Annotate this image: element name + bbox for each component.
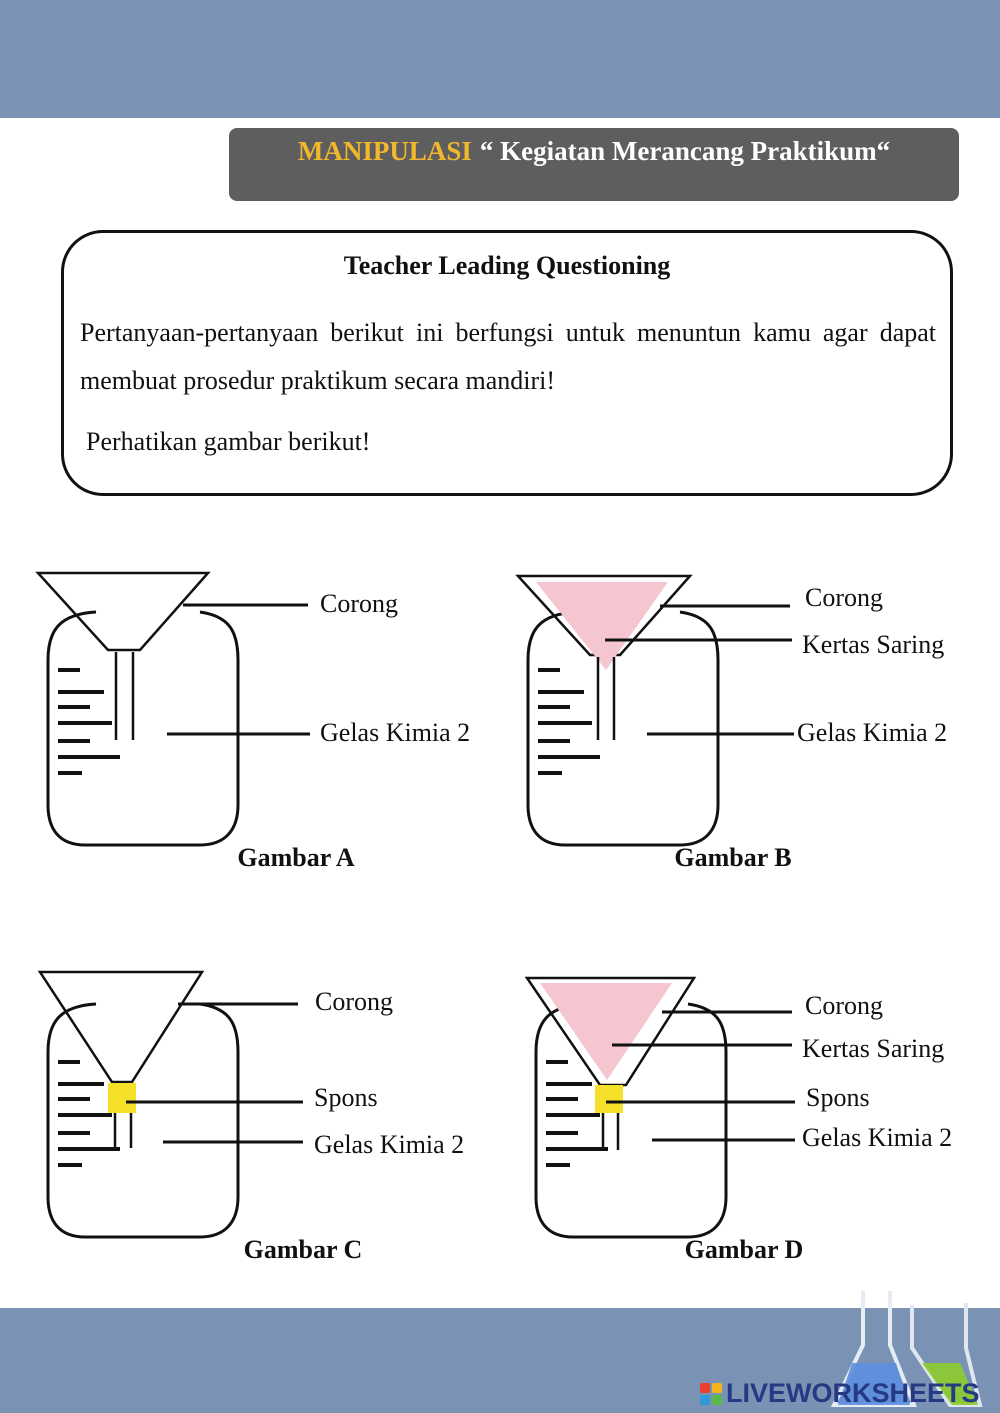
title-text: “ Kegiatan Merancang Praktikum“ bbox=[479, 136, 891, 166]
figure-d: Corong Kertas Saring Spons Gelas Kimia 2… bbox=[524, 976, 952, 1264]
funnel-icon bbox=[35, 571, 211, 652]
figure-b: Corong Kertas Saring Gelas Kimia 2 Gamba… bbox=[515, 574, 947, 872]
teacher-questioning-box: Teacher Leading Questioning Pertanyaan-p… bbox=[61, 230, 953, 496]
watermark: LIVEWORKSHEETS bbox=[700, 1378, 980, 1409]
label-gelas-kimia: Gelas Kimia 2 bbox=[802, 1123, 952, 1152]
funnel-icon bbox=[37, 970, 205, 1084]
flask-decoration-icon bbox=[830, 1291, 983, 1407]
label-spons: Spons bbox=[314, 1083, 378, 1112]
title-accent: MANIPULASI bbox=[297, 136, 472, 166]
sponge-icon bbox=[595, 1085, 623, 1113]
sponge-icon bbox=[108, 1083, 136, 1113]
label-kertas-saring: Kertas Saring bbox=[802, 630, 944, 659]
caption-a: Gambar A bbox=[237, 843, 354, 872]
box-instruction: Perhatikan gambar berikut! bbox=[86, 427, 371, 456]
label-corong: Corong bbox=[805, 991, 883, 1020]
caption-c: Gambar C bbox=[244, 1235, 363, 1264]
label-kertas-saring: Kertas Saring bbox=[802, 1034, 944, 1063]
caption-d: Gambar D bbox=[685, 1235, 804, 1264]
label-corong: Corong bbox=[320, 589, 398, 618]
liveworksheets-logo-icon bbox=[700, 1382, 722, 1405]
label-gelas-kimia: Gelas Kimia 2 bbox=[314, 1130, 464, 1159]
label-corong: Corong bbox=[315, 987, 393, 1016]
watermark-text: LIVEWORKSHEETS bbox=[726, 1378, 980, 1408]
apparatus-diagrams: Corong Gelas Kimia 2 Gambar A Corong Ker… bbox=[35, 571, 952, 1264]
caption-b: Gambar B bbox=[674, 843, 791, 872]
section-title: MANIPULASI “ Kegiatan Merancang Praktiku… bbox=[229, 128, 959, 201]
bottom-band bbox=[0, 1308, 1000, 1413]
label-spons: Spons bbox=[806, 1083, 870, 1112]
label-gelas-kimia: Gelas Kimia 2 bbox=[320, 718, 470, 747]
filter-paper-icon bbox=[536, 582, 668, 670]
figure-c: Corong Spons Gelas Kimia 2 Gambar C bbox=[37, 970, 464, 1264]
funnel-icon bbox=[524, 976, 697, 1087]
box-heading: Teacher Leading Questioning bbox=[343, 251, 671, 280]
figure-a: Corong Gelas Kimia 2 Gambar A bbox=[35, 571, 470, 872]
funnel-icon bbox=[515, 574, 693, 657]
box-text: Pertanyaan-pertanyaan berikut ini berfun… bbox=[80, 318, 936, 395]
label-gelas-kimia: Gelas Kimia 2 bbox=[797, 718, 947, 747]
top-band bbox=[0, 0, 1000, 118]
filter-paper-icon bbox=[540, 983, 672, 1080]
label-corong: Corong bbox=[805, 583, 883, 612]
